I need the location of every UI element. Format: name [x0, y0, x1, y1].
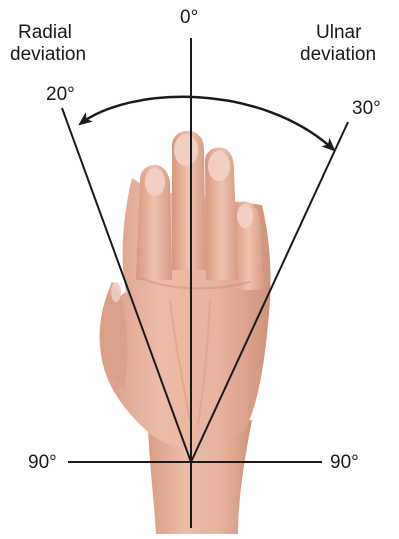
- index-finger-nail: [145, 168, 165, 196]
- radial-deviation-title-line1: Radial: [18, 22, 72, 44]
- ring-finger-nail: [208, 151, 230, 181]
- ulnar-deviation-title-line2: deviation: [300, 44, 376, 66]
- hand-illustration: [100, 131, 271, 534]
- zero-degree-label: 0°: [180, 7, 198, 29]
- radial-deviation-title-line2: deviation: [10, 44, 86, 66]
- middle-finger-nail: [174, 134, 198, 166]
- radial-angle-label: 20°: [46, 84, 75, 106]
- ulnar-angle-label: 30°: [352, 98, 381, 120]
- left-horizontal-90-label: 90°: [28, 452, 57, 474]
- little-finger-nail: [237, 204, 253, 228]
- ulnar-deviation-title-line1: Ulnar: [316, 22, 361, 44]
- right-horizontal-90-label: 90°: [330, 452, 359, 474]
- thumb-nail: [111, 282, 121, 302]
- range-of-motion-arrow: [80, 97, 334, 150]
